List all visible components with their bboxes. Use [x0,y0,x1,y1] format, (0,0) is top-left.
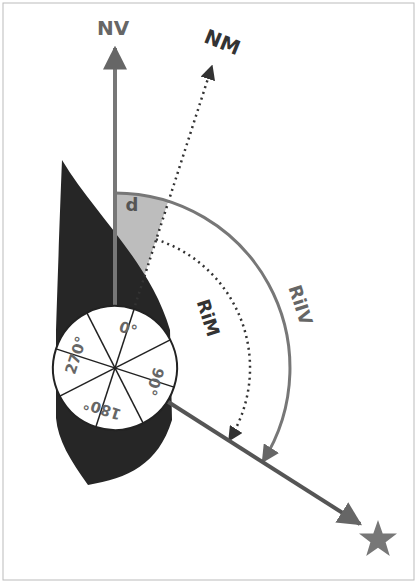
magnetic-north-line [115,66,212,368]
true-north-label: NV [97,18,129,38]
declination-label: d [126,196,139,214]
magnetic-north-label: NM [201,26,242,58]
frame [3,3,414,580]
target-star [359,520,397,556]
compass-rose [37,290,193,446]
magnetic-bearing-label: RiM [194,297,223,339]
true-bearing-label: RiIV [285,283,315,327]
